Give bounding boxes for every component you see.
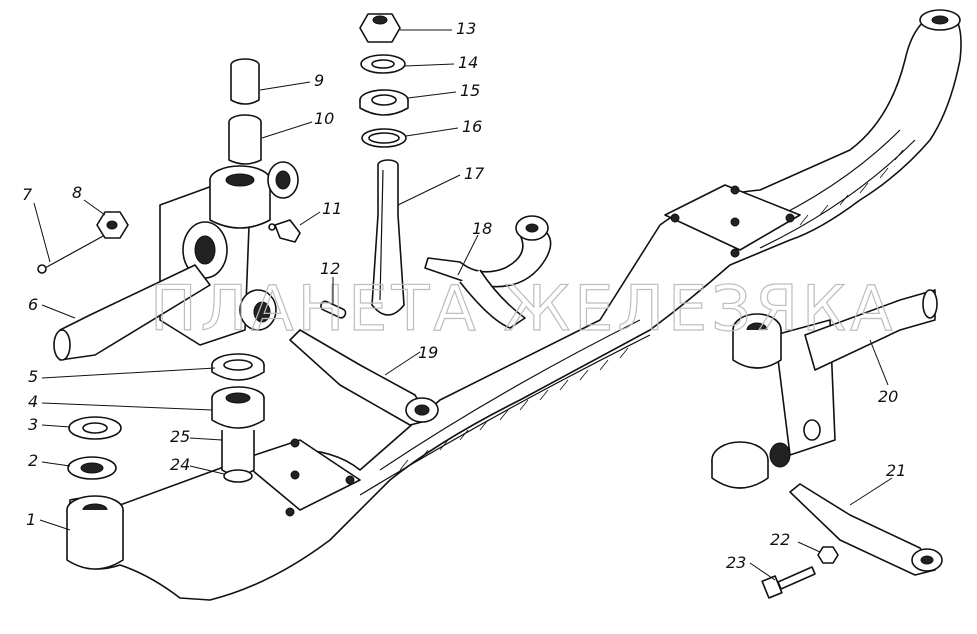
label-5: 5 [28, 367, 38, 386]
label-3: 3 [28, 415, 38, 434]
label-11: 11 [322, 199, 342, 218]
label-7: 7 [22, 185, 33, 204]
key [320, 300, 347, 319]
tie-rod-lever-left [289, 329, 439, 426]
watermark: ПЛАНЕТА ЖЕЛЕЗЯКА [150, 272, 896, 345]
steering-knuckle-left [53, 161, 299, 361]
label-21: 21 [886, 461, 906, 480]
lock-washer [360, 54, 406, 74]
nut-22 [817, 546, 839, 564]
seal-ring-5 [211, 353, 265, 381]
steering-arm [424, 215, 552, 329]
thrust-bearing-4 [211, 386, 265, 429]
kingpin [371, 159, 405, 316]
tie-rod-lever-right [789, 483, 943, 576]
castle-nut-8 [96, 211, 129, 239]
cotter-pin [37, 234, 106, 274]
label-2: 2 [28, 451, 38, 470]
label-23: 23 [726, 553, 746, 572]
part-labels: 1 2 3 4 5 6 7 8 9 10 11 12 13 14 15 16 1… [22, 19, 906, 572]
label-12: 12 [320, 259, 340, 278]
washer-3 [68, 416, 122, 440]
label-16: 16 [462, 117, 482, 136]
label-1: 1 [26, 510, 36, 529]
label-18: 18 [472, 219, 492, 238]
washer-2 [67, 456, 117, 480]
bushing-upper [230, 58, 260, 105]
label-22: 22 [770, 530, 790, 549]
label-6: 6 [28, 295, 38, 314]
seal-24 [223, 469, 253, 483]
steering-knuckle-right [711, 289, 938, 489]
grease-fitting [268, 219, 301, 243]
label-14: 14 [458, 53, 478, 72]
kingpin-nut [359, 13, 401, 43]
label-15: 15 [460, 81, 480, 100]
axle-beam [66, 9, 962, 601]
thrust-washer [359, 89, 409, 116]
label-20: 20 [878, 387, 898, 406]
bushing-lower [228, 114, 262, 165]
shim-ring [361, 128, 407, 148]
label-10: 10 [314, 109, 334, 128]
label-24: 24 [170, 455, 190, 474]
label-25: 25 [170, 427, 190, 446]
label-4: 4 [28, 392, 38, 411]
label-13: 13 [456, 19, 476, 38]
kingpin-bushing-25 [221, 430, 255, 476]
label-17: 17 [464, 164, 485, 183]
label-19: 19 [418, 343, 438, 362]
label-9: 9 [314, 71, 324, 90]
label-8: 8 [72, 183, 82, 202]
bolt-23 [761, 566, 816, 599]
leader-lines [33, 29, 893, 581]
